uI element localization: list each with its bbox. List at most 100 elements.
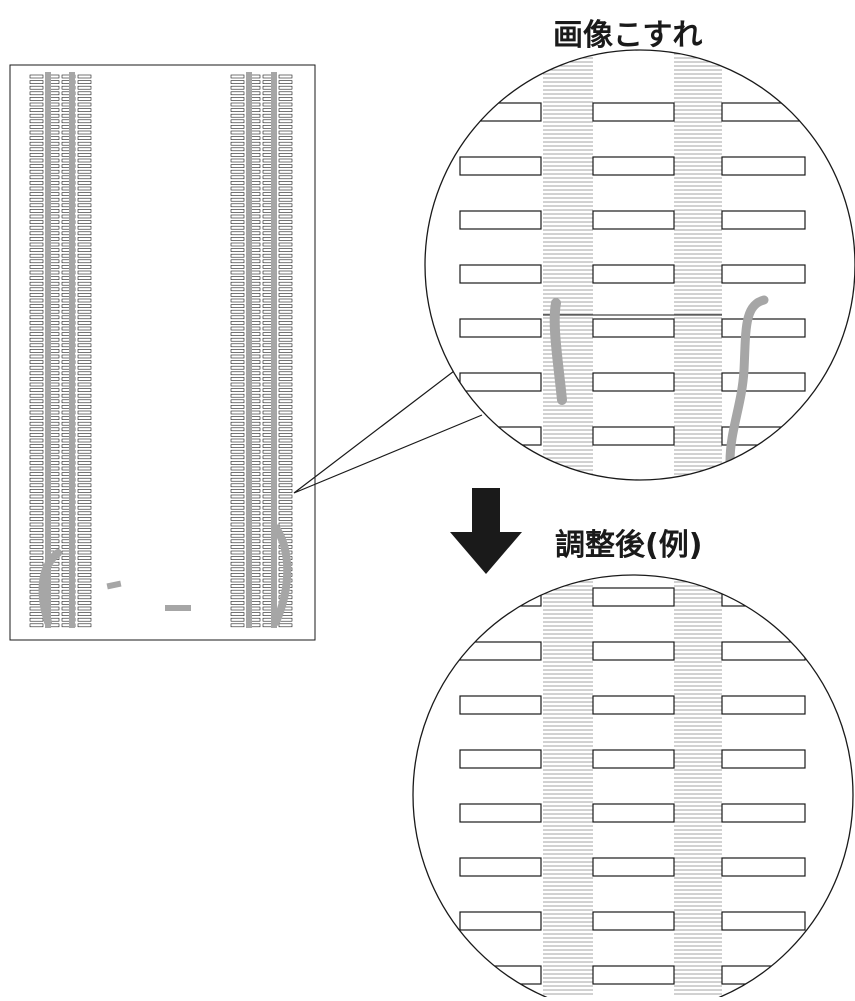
nozzle-row-segment [77,321,92,325]
nozzle-block [592,318,675,338]
nozzle-block [459,587,542,607]
nozzle-row-segment [230,455,245,460]
nozzle-row-segment [77,304,92,308]
nozzle-row-segment [77,237,92,241]
nozzle-row-segment [29,141,44,146]
nozzle-row-segment [77,433,92,437]
nozzle-row-segment [278,231,293,236]
nozzle-row-segment [230,186,245,191]
nozzle-row-segment [230,427,245,432]
nozzle-block [592,156,675,176]
nozzle-row-segment [230,242,245,247]
nozzle-row-segment [230,253,245,258]
nozzle-row-segment [230,354,245,359]
nozzle-row-segment [230,281,245,286]
nozzle-row-segment [29,556,44,560]
nozzle-row-segment [278,371,293,376]
nozzle-row-segment [77,158,92,163]
nozzle-row-segment [278,113,293,118]
nozzle-row-segment [278,141,293,146]
nozzle-row-segment [29,332,44,336]
print-sheet [9,64,316,641]
nozzle-row-segment [29,533,44,538]
nozzle-row-segment [77,623,92,628]
nozzle-row-segment [29,528,44,532]
smear-mark [38,549,62,626]
nozzle-block [592,965,675,985]
nozzle-block [721,695,806,715]
nozzle-row-segment [77,584,92,588]
nozzle-row-segment [278,175,293,180]
nozzle-block [592,803,675,823]
nozzle-row-segment [278,91,293,96]
nozzle-block [459,803,542,823]
nozzle-row-segment [29,119,44,124]
nozzle-row-segment [230,315,245,320]
nozzle-row-segment [278,153,293,157]
nozzle-row-segment [77,332,92,336]
nozzle-row-segment [29,500,44,504]
nozzle-row-segment [29,74,44,79]
nozzle-row-segment [278,382,293,387]
nozzle-row-segment [230,130,245,135]
nozzle-row-segment [278,80,293,84]
nozzle-row-segment [230,349,245,353]
nozzle-row-segment [278,337,293,342]
nozzle-block [592,749,675,769]
nozzle-row-segment [230,578,245,583]
circle-content [459,50,806,480]
nozzle-block [459,264,542,284]
nozzle-row-segment [230,237,245,241]
nozzle-row-segment [77,326,92,331]
nozzle-row-segment [77,225,92,230]
nozzle-row-segment [278,461,293,465]
nozzle-row-segment [77,281,92,286]
nozzle-row-segment [77,85,92,90]
nozzle-row-segment [77,153,92,157]
nozzle-row-segment [77,276,92,280]
nozzle-row-segment [29,455,44,460]
nozzle-row-segment [77,197,92,202]
nozzle-row-segment [77,147,92,152]
callout-lines [293,367,483,494]
nozzle-row-segment [230,438,245,443]
nozzle-row-segment [29,567,44,572]
nozzle-row-segment [29,438,44,443]
nozzle-row-segment [77,293,92,297]
nozzle-row-segment [230,136,245,140]
nozzle-block [459,911,542,931]
nozzle-row-segment [278,416,293,420]
nozzle-row-segment [29,237,44,241]
nozzle-row-segment [230,595,245,600]
nozzle-row-segment [77,97,92,101]
nozzle-row-segment [29,612,44,616]
nozzle-row-segment [278,360,293,364]
nozzle-row-segment [77,175,92,180]
nozzle-row-segment [230,203,245,208]
smear-stroke [549,298,567,405]
nozzle-row-segment [278,209,293,213]
nozzle-row-segment [29,85,44,90]
nozzle-row-segment [230,421,245,426]
nozzle-row-segment [278,377,293,381]
smear-mark [272,524,292,626]
nozzle-block [721,803,806,823]
nozzle-block [459,210,542,230]
nozzle-block [721,210,806,230]
circle-background [413,575,853,1001]
nozzle-row-segment [77,259,92,264]
nozzle-row-segment [29,91,44,96]
nozzle-row-segment [278,136,293,140]
nozzle-row-segment [77,444,92,448]
nozzle-row-segment [29,270,44,275]
gray-column-band [246,72,252,628]
nozzle-row-segment [230,567,245,572]
nozzle-row-segment [230,500,245,504]
nozzle-row-segment [29,377,44,381]
nozzle-row-segment [278,242,293,247]
nozzle-row-segment [77,265,92,269]
nozzle-block [459,857,542,877]
nozzle-row-segment [77,337,92,342]
nozzle-row-segment [278,147,293,152]
nozzle-block [721,641,806,661]
